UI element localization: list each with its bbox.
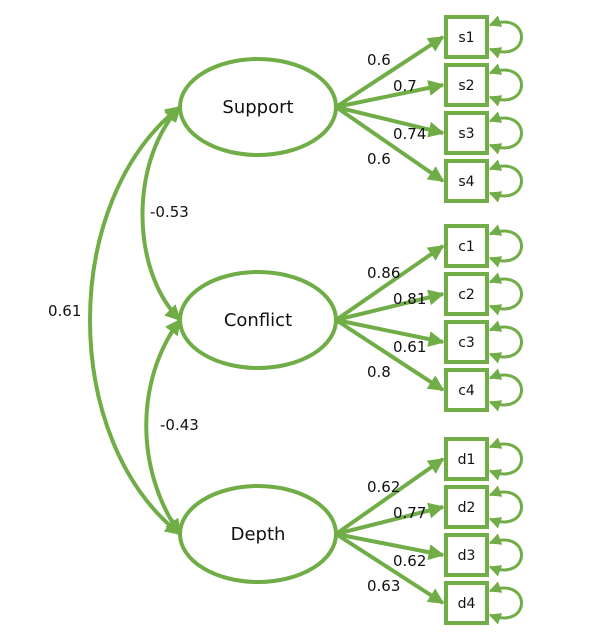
correlation-support-conflict-value: -0.53 [150,203,189,221]
loading-value-s1: 0.6 [367,51,391,69]
indicator-d2-box [444,485,489,529]
indicator-c4-box [444,368,489,412]
residual-loop-c2 [488,272,523,316]
indicator-c4-label: c4 [458,383,475,399]
latent-depth-label: Depth [231,524,286,545]
indicator-c2-box [444,272,489,316]
indicator-d1-box [444,437,489,481]
residual-loop-s4 [488,159,523,203]
loading-value-d4: 0.63 [367,577,400,595]
indicator-c1-box [444,224,489,268]
indicator-s3-box [444,111,489,155]
loading-value-c4: 0.8 [367,363,391,381]
residual-loop-s3 [488,111,523,155]
residual-loop-c1 [488,224,523,268]
indicator-d4-box [444,581,489,625]
indicator-c1-label: c1 [458,239,475,255]
residual-loop-d4 [488,581,523,625]
correlation-support-depth-arrow [88,105,182,536]
loading-arrow-s3 [335,105,445,138]
residual-loop-s2 [488,63,523,107]
indicator-s4-label: s4 [458,174,474,190]
loading-value-c1: 0.86 [367,264,400,282]
residual-loop-s1 [488,15,523,59]
indicator-layer: s1 s2 s3 s4 c1 c2 c3 c4 d1 d2 d3 d4 [444,15,523,625]
latent-conflict-label: Conflict [224,310,292,331]
loading-arrow-d3 [335,532,445,561]
indicator-c3-box [444,320,489,364]
correlation-support-depth-value: 0.61 [48,302,81,320]
correlation-support-conflict-arrow [140,105,182,322]
loading-arrow-d4 [334,532,445,605]
latent-support-label: Support [222,97,293,118]
indicator-d1-label: d1 [458,452,476,468]
indicator-s4-box [444,159,489,203]
residual-loop-c4 [488,368,523,412]
loading-arrow-c4 [334,318,445,392]
loading-value-d1: 0.62 [367,478,400,496]
residual-loop-c3 [488,320,523,364]
indicator-s1-label: s1 [458,30,474,46]
indicator-d3-box [444,533,489,577]
loading-arrow-d2 [335,502,445,536]
loading-arrow-c1 [334,244,445,322]
indicator-d3-label: d3 [458,548,476,564]
residual-loop-d1 [488,437,523,481]
loading-arrow-s2 [335,80,445,109]
loading-arrow-c2 [335,289,445,322]
correlation-layer [88,105,182,536]
loading-arrow-d1 [334,457,445,536]
loading-arrow-c3 [335,318,445,347]
indicator-c2-label: c2 [458,287,475,303]
loading-value-d3: 0.62 [393,552,426,570]
loading-value-c3: 0.61 [393,338,426,356]
indicator-s2-box [444,63,489,107]
latent-support-ellipse [178,57,338,157]
residual-loop-d2 [488,485,523,529]
loading-arrow-s1 [334,35,445,109]
loading-arrow-s4 [334,105,445,183]
indicator-s1-box [444,15,489,59]
loading-value-s2: 0.7 [393,77,417,95]
indicator-s2-label: s2 [458,78,474,94]
indicator-d4-label: d4 [458,596,476,612]
correlation-conflict-depth-value: -0.43 [160,416,199,434]
loading-value-s4: 0.6 [367,150,391,168]
loading-value-s3: 0.74 [393,125,426,143]
loading-value-c2: 0.81 [393,290,426,308]
value-label-layer: -0.53-0.430.610.60.70.740.60.860.810.610… [48,51,426,595]
indicator-s3-label: s3 [458,126,474,142]
loading-paths-layer [334,35,445,605]
latent-conflict-ellipse [178,270,338,370]
loading-value-d2: 0.77 [393,504,426,522]
indicator-d2-label: d2 [458,500,476,516]
indicator-c3-label: c3 [458,335,475,351]
residual-loop-d3 [488,533,523,577]
latent-depth-ellipse [178,484,338,584]
